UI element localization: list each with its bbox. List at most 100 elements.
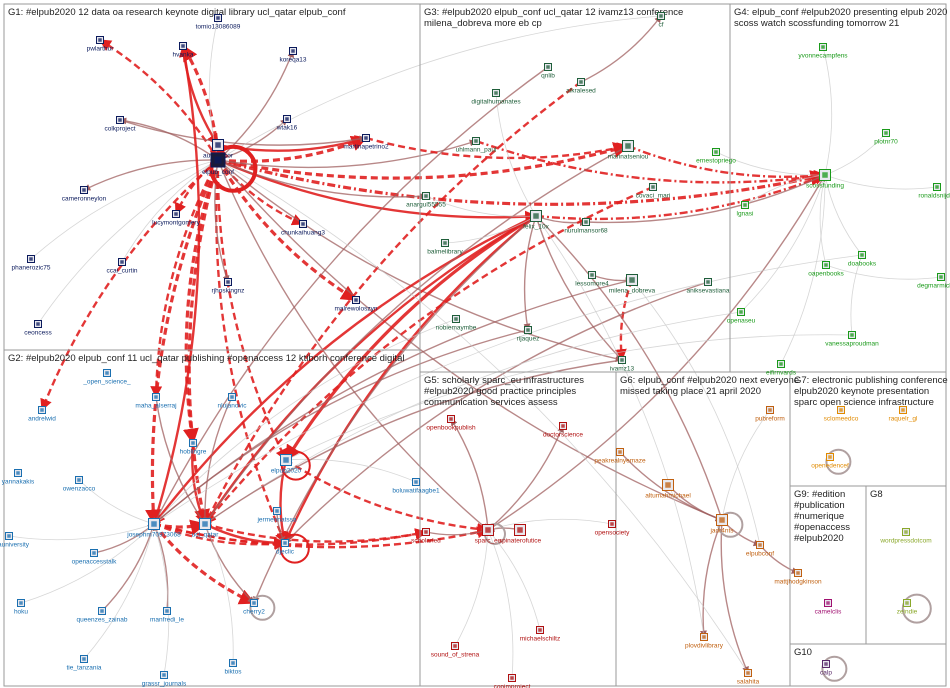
- node-label-elpubconf: elpubconf: [746, 551, 774, 558]
- node-avatar-fill-hoblingre: [191, 441, 195, 445]
- node-label-plotnr70: plotnr70: [874, 139, 898, 146]
- node-avatar-fill-spinaterofutice: [517, 527, 523, 533]
- group-title-g10-line-1: G10: [794, 647, 812, 658]
- group-title-g3-line-2: milena_dobreva more eb cp: [424, 18, 542, 29]
- node-avatar-fill-felix_10x: [533, 213, 539, 219]
- node-label-chunkaihuang: chunkaihuang3: [281, 230, 325, 237]
- node-avatar-fill-cf: [659, 14, 663, 18]
- node-avatar-fill-doctorscience: [561, 424, 565, 428]
- node-label-elpub2020: elpub2020: [271, 468, 302, 475]
- node-avatar-fill-wordpressdotcom: [904, 530, 908, 534]
- group-title-g9-line-2: #publication: [794, 500, 845, 511]
- node-label-scholarled: scholarled: [411, 538, 441, 545]
- node-label-yannakakis: yannakakis: [2, 479, 35, 486]
- node-label-pwlarthur: pwlarthur: [87, 46, 115, 53]
- node-label-maha_alserraj: maha_alserraj: [135, 403, 176, 410]
- node-label-spinaterofutice: spinaterofutice: [499, 538, 542, 545]
- node-avatar-fill-manfredi_le: [165, 609, 169, 613]
- node-avatar-fill-plotnr70: [884, 131, 888, 135]
- node-label-djeclic: djeclic: [276, 549, 295, 556]
- node-label-open_science: _open_science_: [82, 379, 131, 386]
- node-avatar-fill-yvonnecampfens: [821, 45, 825, 49]
- node-avatar-fill-lucymontgomery: [174, 212, 178, 216]
- node-avatar-fill-scossfunding: [822, 172, 828, 178]
- node-avatar-fill-nurulmansor: [584, 220, 588, 224]
- node-avatar-fill-covaci_mari: [651, 185, 655, 189]
- node-avatar-fill-openbookpublish: [449, 417, 453, 421]
- node-label-boluwatifaagbe: boluwatifaagbe1: [392, 488, 440, 495]
- node-label-balmelibrary: balmelibrary: [427, 249, 463, 256]
- node-label-rjhoskingnz: rjhoskingnz: [212, 288, 245, 295]
- node-label-plovdivlibrary: plovdivlibrary: [685, 643, 724, 650]
- node-avatar-fill-maha_alserraj: [154, 395, 158, 399]
- node-avatar-fill-biktos: [231, 661, 235, 665]
- node-label-cf: cf: [658, 22, 663, 29]
- node-avatar-fill-hvanka: [181, 44, 185, 48]
- node-label-uhlmann_paul: uhlmann_paul: [456, 147, 497, 154]
- node-avatar-fill-plovdivlibrary: [702, 635, 706, 639]
- node-label-marinatseniou: marinatseniou: [608, 154, 649, 161]
- node-avatar-fill-digitalhumanates: [494, 91, 498, 95]
- node-avatar-fill-tie_tanzania: [82, 657, 86, 661]
- node-avatar-fill-scholarled: [424, 530, 428, 534]
- node-label-degmarmichaels: degmarmichaels: [917, 283, 950, 290]
- node-label-yvonnecampfens: yvonnecampfens: [798, 53, 848, 60]
- node-avatar-fill-owenzacco: [77, 478, 81, 482]
- node-label-ernestopriego: ernestopriego: [696, 158, 736, 165]
- node-avatar-fill-ernestopriego: [714, 150, 718, 154]
- node-label-jermennatssa: jermennatssa: [256, 517, 296, 524]
- node-label-rijaquez: rijaquez: [517, 336, 540, 343]
- node-label-koreqa: koreqa13: [279, 57, 306, 64]
- node-avatar-fill-colkproject: [118, 118, 122, 122]
- node-label-ccai_curtin: ccai_curtin: [106, 268, 137, 275]
- node-label-martinapetrino: martinapetrino2: [343, 144, 389, 151]
- node-avatar-fill-koreqa: [291, 49, 295, 53]
- node-label-hoku: hoku: [14, 609, 28, 616]
- node-label-ceoncess: ceoncess: [24, 330, 52, 337]
- node-label-grassr_journals: grassr_journals: [142, 681, 187, 688]
- node-label-felix_10x: felix_10x: [523, 224, 549, 231]
- node-avatar-fill-balmelibrary: [443, 241, 447, 245]
- node-avatar-fill-openaccessalk: [92, 551, 96, 555]
- node-avatar-fill-salahita: [746, 671, 750, 675]
- node-avatar-fill-zeindie: [905, 601, 909, 605]
- node-avatar-fill-chunkaihuang: [301, 222, 305, 226]
- node-avatar-fill-ceoncess: [36, 322, 40, 326]
- node-avatar-fill-pwlarthur: [98, 38, 102, 42]
- node-avatar-fill-jermennatssa: [275, 509, 279, 513]
- group-title-g4-line-1: G4: elpub_conf #elpub2020 presenting elp…: [734, 7, 947, 18]
- node-label-nurulmansor: nurulmansor68: [564, 228, 608, 235]
- node-label-calp: calp: [820, 670, 832, 677]
- node-label-doctorscience: doctorscience: [543, 432, 583, 439]
- node-label-qatauniversity: qatauniversity: [0, 542, 30, 549]
- node-avatar-fill-malrewoloszyn: [354, 298, 358, 302]
- node-avatar-fill-michaelschiltz: [538, 628, 542, 632]
- group-title-g9-line-4: #openaccess: [794, 522, 850, 533]
- node-avatar-fill-oapenbooks: [824, 263, 828, 267]
- node-label-salahita: salahita: [737, 679, 760, 686]
- node-label-anargul: anargul55555: [406, 202, 446, 209]
- node-avatar-fill-austinocr: [215, 142, 221, 148]
- node-avatar-fill-lessomore: [590, 273, 594, 277]
- node-avatar-fill-opensociety: [610, 522, 614, 526]
- node-avatar-fill-sparc_eu: [485, 527, 491, 533]
- node-label-owenzacco: owenzacco: [63, 486, 96, 493]
- node-label-milena_dobreva: milena_dobreva: [609, 288, 656, 295]
- node-label-elpub_conf: elpub_conf: [202, 169, 234, 176]
- node-avatar-fill-martinapetrino: [364, 136, 368, 140]
- node-avatar-fill-nlujanovic: [230, 395, 234, 399]
- node-avatar-fill-lgnasi: [743, 203, 747, 207]
- node-avatar-fill-djeclic: [283, 541, 287, 545]
- node-label-eifirnvards: eifirnvards: [766, 370, 797, 377]
- group-title-g3-line-1: G3: #elpub2020 elpub_conf ucl_qatar 12 i…: [424, 7, 683, 18]
- node-label-sclomeedco: sclomeedco: [824, 416, 859, 423]
- node-avatar-fill-sound_of_strena: [453, 644, 457, 648]
- node-avatar-fill-andrelwid: [40, 408, 44, 412]
- node-label-wtak: wtak16: [276, 125, 298, 132]
- node-label-mattjhodgkinson: mattjhodgkinson: [774, 579, 822, 586]
- node-label-zeindie: zeindie: [897, 609, 918, 616]
- node-avatar-fill-ronaldsnijder: [935, 185, 939, 189]
- group-title-g6-line-2: missed taking place 21 april 2020: [620, 386, 761, 397]
- node-label-michaelschiltz: michaelschiltz: [520, 636, 560, 643]
- node-avatar-fill-ucl_qatar: [202, 521, 208, 527]
